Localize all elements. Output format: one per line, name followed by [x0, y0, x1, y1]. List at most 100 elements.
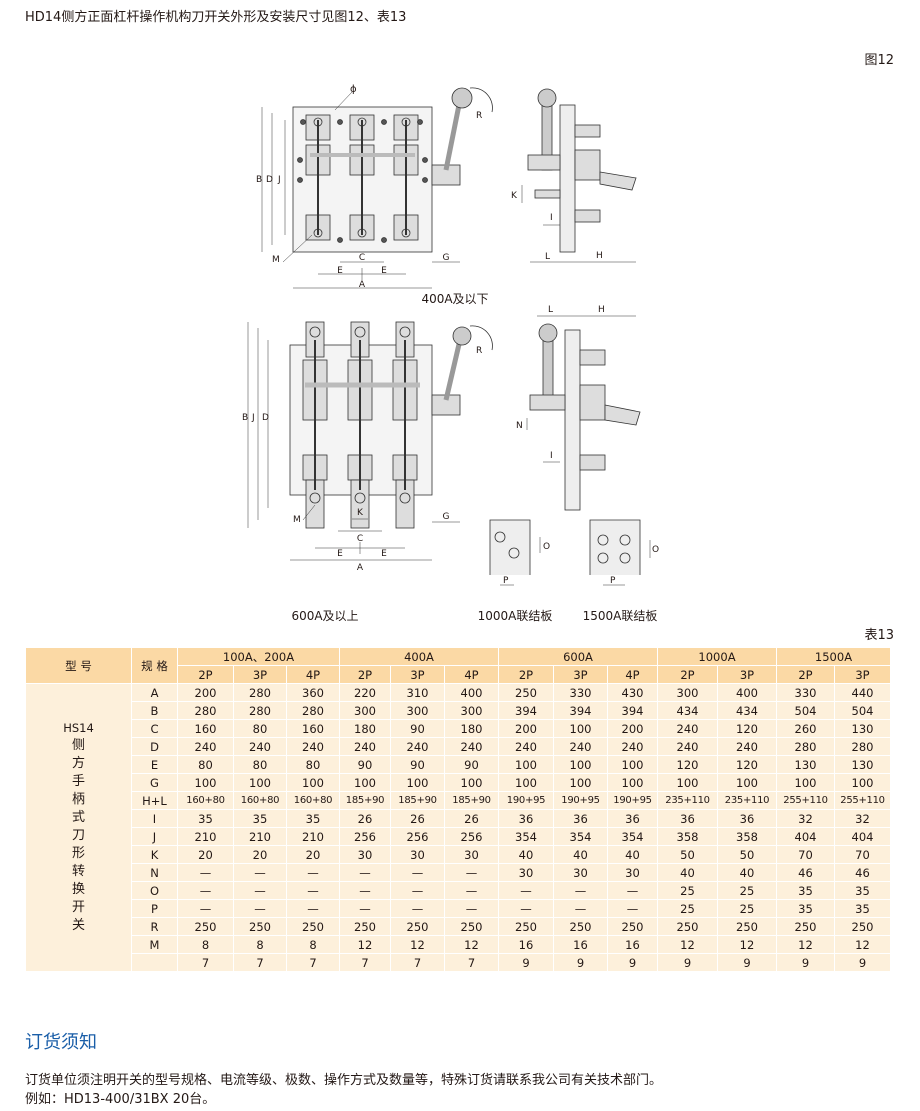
value-cell: 250: [607, 917, 658, 936]
value-cell: —: [553, 899, 608, 918]
value-cell: —: [390, 899, 445, 918]
value-cell: —: [177, 899, 234, 918]
value-cell: —: [177, 863, 234, 882]
value-cell: —: [177, 881, 234, 900]
dim-label-l: L: [545, 252, 550, 262]
value-cell: 36: [498, 809, 554, 828]
value-cell: 404: [834, 827, 891, 846]
value-cell: 90: [390, 719, 445, 738]
value-cell: 160+80: [177, 791, 234, 810]
value-cell: —: [339, 899, 391, 918]
value-cell: 300: [339, 701, 391, 720]
link-plate-1500a: O P: [589, 519, 659, 586]
value-cell: 430: [607, 683, 658, 702]
value-cell: 190+95: [498, 791, 554, 810]
value-cell: 16: [553, 935, 608, 954]
value-cell: 9: [834, 953, 891, 972]
value-cell: 358: [717, 827, 777, 846]
order-notes-heading: 订货须知: [25, 1032, 97, 1053]
value-cell: 12: [444, 935, 499, 954]
value-cell: 220: [339, 683, 391, 702]
dim-label-a: A: [357, 563, 364, 573]
dim-label-n: N: [516, 421, 523, 431]
spec-cell: P: [131, 899, 178, 918]
value-cell: 160: [286, 719, 340, 738]
value-cell: 394: [607, 701, 658, 720]
value-cell: 250: [444, 917, 499, 936]
spec-cell: K: [131, 845, 178, 864]
dim-label-h: H: [596, 251, 603, 261]
dim-label-o: O: [543, 542, 550, 552]
value-cell: 250: [553, 917, 608, 936]
caption-600a: 600A及以上: [291, 609, 358, 623]
dim-label-e: E: [381, 266, 387, 276]
mounting-hole: [337, 237, 343, 243]
value-cell: 240: [177, 737, 234, 756]
value-cell: 9: [607, 953, 658, 972]
dim-label-m: M: [293, 515, 301, 525]
value-cell: 434: [717, 701, 777, 720]
spec-cell: C: [131, 719, 178, 738]
dim-label-j: J: [277, 175, 281, 185]
value-cell: 185+90: [339, 791, 391, 810]
value-cell: 36: [717, 809, 777, 828]
value-cell: 9: [553, 953, 608, 972]
mounting-hole: [417, 119, 423, 125]
model-header: 型 号: [25, 647, 132, 684]
mounting-hole: [337, 119, 343, 125]
switch-pole: [393, 114, 419, 241]
value-cell: 250: [834, 917, 891, 936]
dim-label-c: C: [359, 253, 365, 263]
value-cell: 7: [339, 953, 391, 972]
value-cell: 100: [390, 773, 445, 792]
value-cell: 240: [390, 737, 445, 756]
value-cell: 235+110: [717, 791, 777, 810]
value-cell: 100: [607, 773, 658, 792]
value-cell: 185+90: [444, 791, 499, 810]
spec-cell: E: [131, 755, 178, 774]
value-cell: 300: [657, 683, 718, 702]
pole-header: 4P: [444, 665, 499, 684]
dim-label-m: M: [272, 255, 280, 265]
pole-header: 2P: [177, 665, 234, 684]
current-group-header: 1500A: [776, 647, 891, 666]
value-cell: 30: [498, 863, 554, 882]
current-group-header: 1000A: [657, 647, 777, 666]
dim-label-g: G: [443, 253, 450, 263]
switch-pole: [347, 321, 373, 529]
value-cell: 12: [834, 935, 891, 954]
value-cell: —: [233, 863, 287, 882]
value-cell: 80: [177, 755, 234, 774]
dim-label-k: K: [511, 191, 518, 201]
value-cell: 250: [390, 917, 445, 936]
value-cell: 20: [286, 845, 340, 864]
dim-label-phi: ϕ: [350, 84, 357, 95]
value-cell: —: [233, 899, 287, 918]
value-cell: 250: [339, 917, 391, 936]
value-cell: 100: [553, 755, 608, 774]
value-cell: 12: [390, 935, 445, 954]
value-cell: 130: [776, 755, 835, 774]
dim-label-b: B: [256, 175, 262, 185]
value-cell: —: [286, 881, 340, 900]
spec-cell: I: [131, 809, 178, 828]
switch-pole: [392, 321, 418, 529]
value-cell: 80: [233, 755, 287, 774]
model-name-char: 形: [71, 846, 85, 861]
value-cell: —: [286, 899, 340, 918]
value-cell: 250: [177, 917, 234, 936]
dim-label-r: R: [476, 111, 482, 121]
value-cell: 16: [607, 935, 658, 954]
value-cell: 240: [233, 737, 287, 756]
link-plate-1000a: O P: [489, 519, 550, 586]
value-cell: 100: [233, 773, 287, 792]
value-cell: 240: [657, 719, 718, 738]
value-cell: 240: [444, 737, 499, 756]
value-cell: 160+80: [233, 791, 287, 810]
